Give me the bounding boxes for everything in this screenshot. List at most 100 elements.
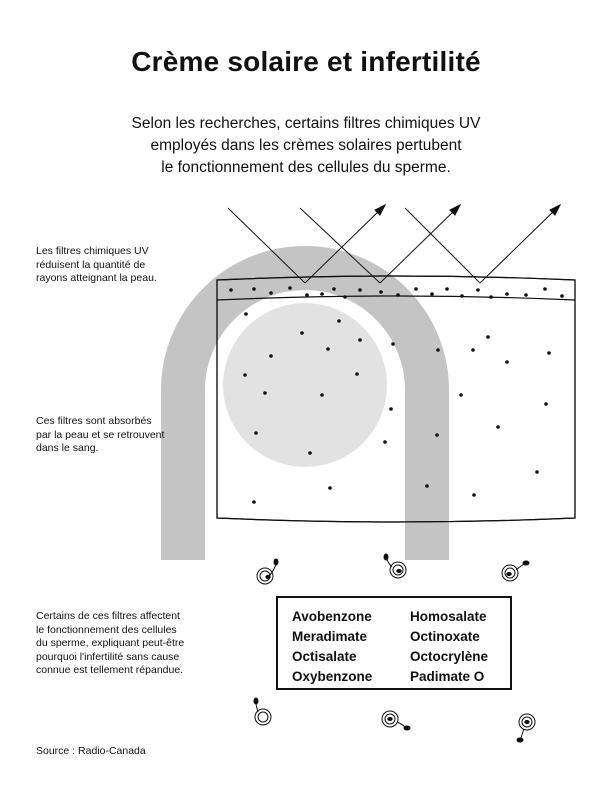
filter-dot <box>244 312 248 316</box>
filter-dot <box>560 294 564 298</box>
filter-dot <box>505 360 509 364</box>
annotation-line: Certains de ces filtres affectent <box>36 610 180 622</box>
filter-name: Padimate O <box>410 669 485 684</box>
uv-ray-reflected <box>479 207 558 284</box>
annotation-line: connue est tellement répandue. <box>36 664 184 676</box>
filter-dot <box>435 433 439 437</box>
annotation-line: Ces filtres sont absorbés <box>36 415 152 427</box>
filter-dot <box>358 338 362 342</box>
annotation-line: le fonctionnement des cellules <box>36 623 177 636</box>
filter-name: Homosalate <box>410 609 487 624</box>
uv-ray-incoming <box>299 207 381 284</box>
sperm-cell-icon <box>501 560 530 582</box>
filter-name: Oxybenzone <box>292 669 373 684</box>
filter-dot <box>445 287 449 291</box>
filter-dot <box>472 493 476 497</box>
subtitle-line: le fonctionnement des cellules du sperme… <box>161 159 451 176</box>
filter-dot <box>332 287 336 291</box>
subtitle-line: employés dans les crèmes solaires pertub… <box>150 137 462 154</box>
grey-arc <box>161 246 449 560</box>
layer-dots <box>229 286 564 299</box>
filter-column-right: Homosalate Octinoxate Octocrylène Padima… <box>410 607 488 687</box>
subtitle-line: Selon les recherches, certains filtres c… <box>131 115 481 132</box>
filter-dot <box>547 351 551 355</box>
page-title: Crème solaire et infertilité <box>131 46 481 77</box>
source-credit: Source : Radio-Canada <box>36 745 146 757</box>
filter-dot <box>436 348 440 352</box>
filter-dot <box>476 288 480 292</box>
filter-dot <box>430 292 434 296</box>
filter-dot <box>383 440 387 444</box>
filter-dot <box>396 293 400 297</box>
filter-dot <box>389 407 393 411</box>
arrowhead <box>449 203 462 216</box>
annotation-line: rayons atteignant la peau. <box>36 272 157 284</box>
filter-dot <box>544 402 548 406</box>
annotation-filters-reduce: Les filtres chimiques UV réduisent la qu… <box>36 245 157 286</box>
filter-name: Meradimate <box>292 629 368 644</box>
filter-dot <box>269 291 273 295</box>
annotation-line: réduisent la quantité de <box>36 258 146 271</box>
filter-dot <box>243 373 247 377</box>
filter-dot <box>391 342 395 346</box>
filter-name: Octocrylène <box>410 649 489 664</box>
sperm-cell-icon <box>383 553 407 579</box>
cell-sphere <box>223 303 387 467</box>
filter-list-box: Avobenzone Meradimate Octisalate Oxybenz… <box>276 596 512 690</box>
skin-outline <box>216 275 576 523</box>
filter-dot <box>308 451 312 455</box>
filter-dot <box>320 393 324 397</box>
filter-dot <box>263 391 267 395</box>
uv-ray-reflected <box>379 207 458 284</box>
filter-dot <box>543 287 547 291</box>
filter-dot <box>229 288 233 292</box>
sperm-cell-icon <box>256 558 279 585</box>
sperm-cell-icon <box>381 710 411 731</box>
filter-dot <box>489 295 493 299</box>
filter-dot <box>343 295 347 299</box>
filter-dot <box>460 294 464 298</box>
filter-name: Octisalate <box>292 649 357 664</box>
arrowhead <box>374 203 387 216</box>
sperm-cell-icon <box>253 697 272 726</box>
annotation-line: par la peau et se retrouvent <box>36 428 165 441</box>
annotation-line: du sperme, expliquant peut-être <box>36 637 185 649</box>
filter-dot <box>328 486 332 490</box>
filter-dot <box>269 354 273 358</box>
annotation-line: Les filtres chimiques UV <box>36 245 149 257</box>
filter-dot <box>425 484 429 488</box>
filter-name: Octinoxate <box>410 629 480 644</box>
uv-ray-incoming <box>227 207 306 284</box>
filter-dot <box>414 287 418 291</box>
filter-dot <box>535 470 539 474</box>
filter-dot <box>252 287 256 291</box>
sunscreen-layer-line <box>216 295 576 301</box>
uv-rays <box>227 203 562 284</box>
filter-dot <box>459 393 463 397</box>
sperm-cell-icon <box>516 713 536 743</box>
filter-dot <box>505 292 509 296</box>
filter-dot <box>252 500 256 504</box>
filter-dot <box>305 293 309 297</box>
filter-name: Avobenzone <box>292 609 372 624</box>
filter-column-left: Avobenzone Meradimate Octisalate Oxybenz… <box>292 607 372 687</box>
filter-dot <box>486 335 490 339</box>
uv-ray-reflected <box>304 207 383 284</box>
filter-dot <box>496 425 500 429</box>
filter-dot <box>326 347 330 351</box>
filter-dot <box>288 286 292 290</box>
filter-dot <box>320 292 324 296</box>
filter-dot <box>355 372 359 376</box>
sperm-cells <box>253 553 536 743</box>
uv-ray-incoming <box>404 207 481 284</box>
filter-dot <box>254 431 258 435</box>
filter-dot <box>471 348 475 352</box>
filter-dot <box>358 288 362 292</box>
filter-dot <box>379 290 383 294</box>
subtitle: Selon les recherches, certains filtres c… <box>60 113 552 179</box>
arrowhead <box>549 203 562 216</box>
filter-dot <box>524 293 528 297</box>
filter-dot <box>300 331 304 335</box>
annotation-filters-affect: Certains de ces filtres affectent le fon… <box>36 610 184 678</box>
